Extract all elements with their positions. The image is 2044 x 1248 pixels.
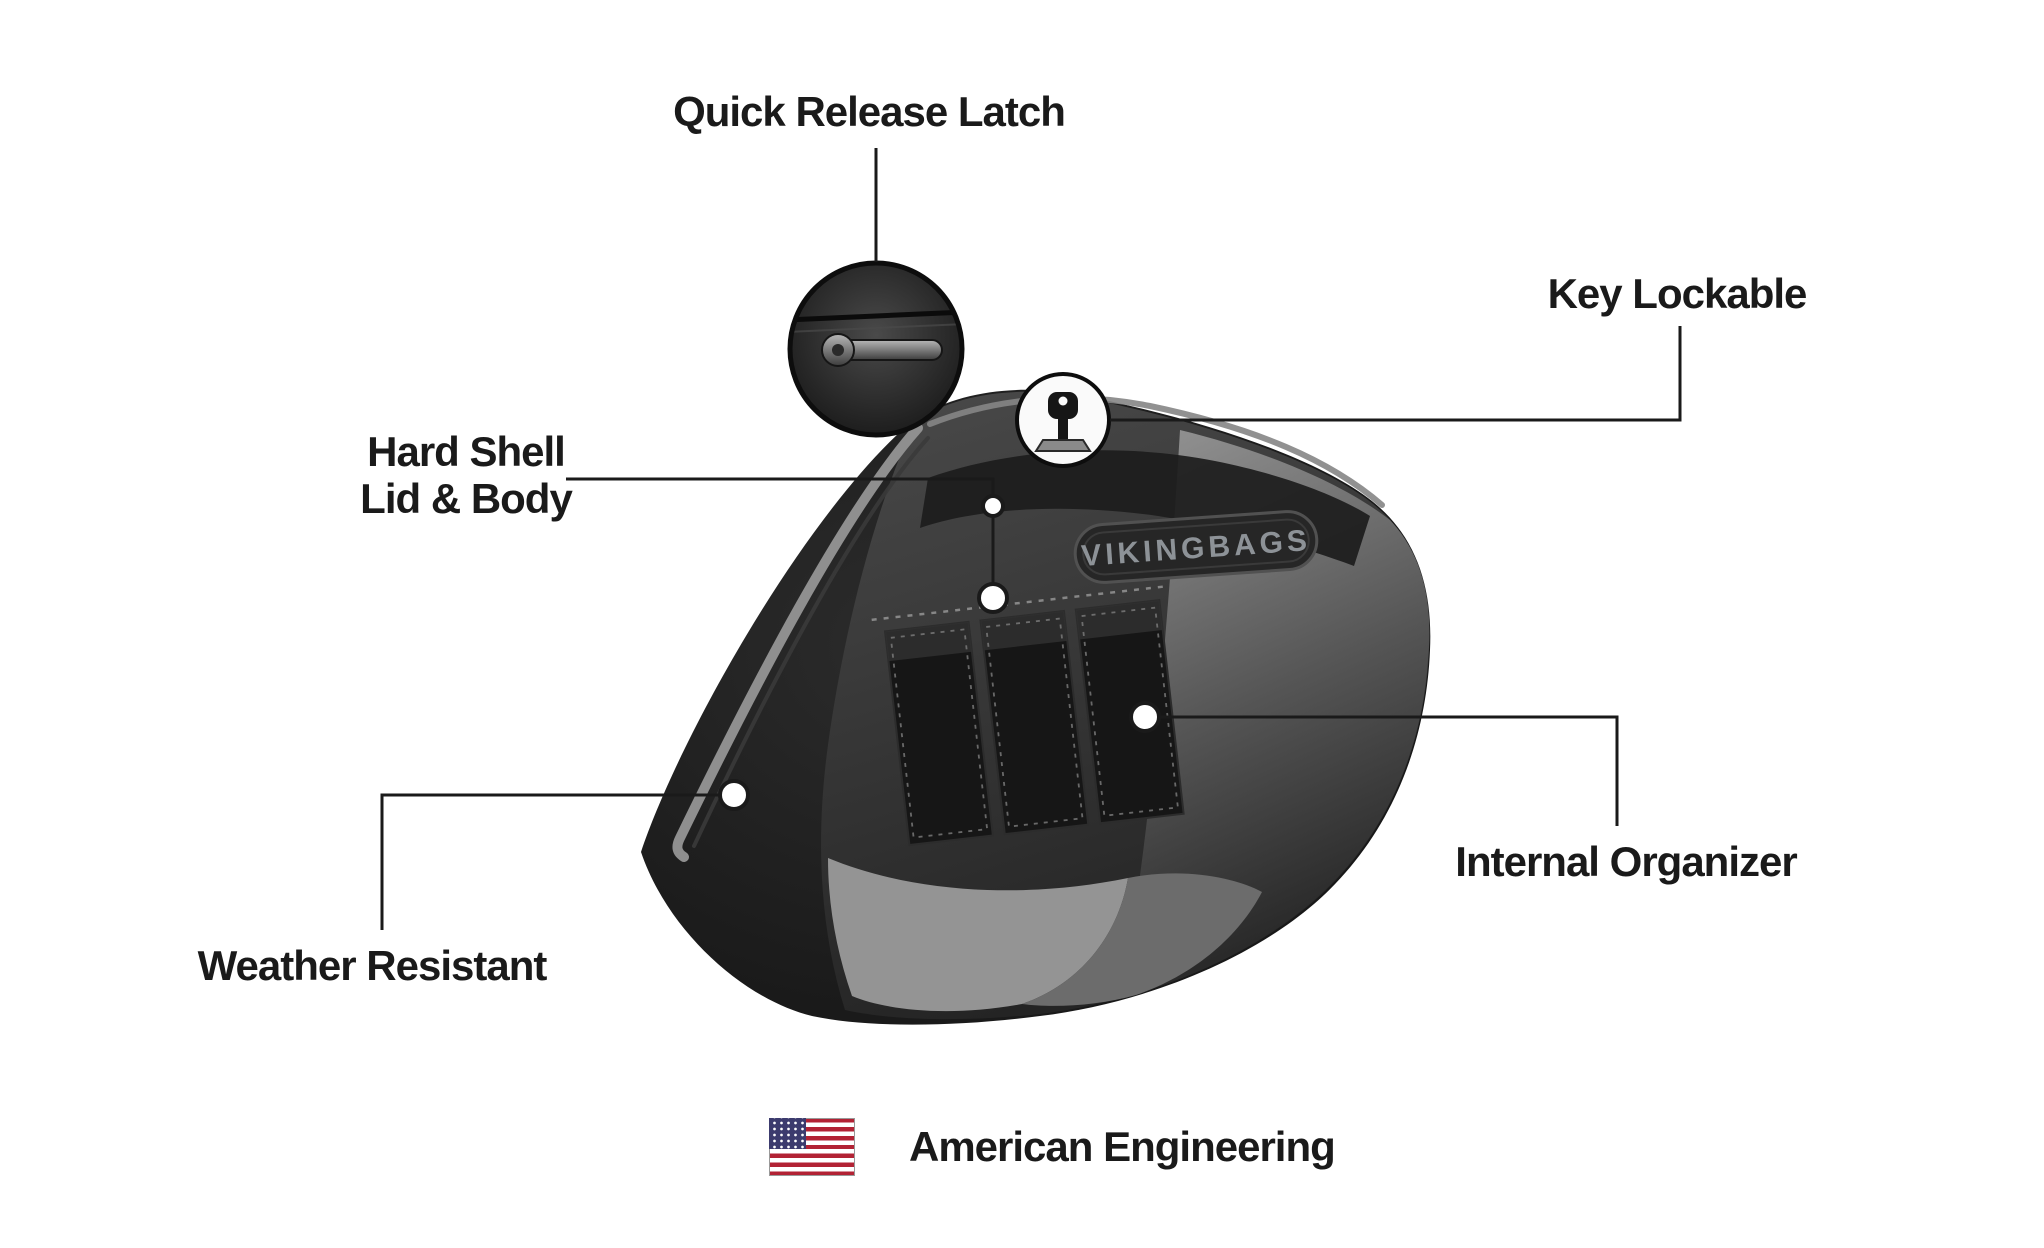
label-hard-shell-lid-body: Hard Shell Lid & Body bbox=[336, 428, 596, 522]
label-quick-release-latch: Quick Release Latch bbox=[673, 88, 1066, 135]
key-detail-circle bbox=[1015, 372, 1111, 468]
anchor-dot-internal-organizer bbox=[1129, 701, 1161, 733]
lid-trim-left-shadow bbox=[692, 436, 930, 848]
interior-floor-shadow bbox=[1022, 873, 1262, 1006]
label-key-lockable: Key Lockable bbox=[1547, 270, 1808, 317]
us-flag-canton bbox=[769, 1118, 806, 1149]
footer-branding: American Engineering bbox=[769, 1118, 1336, 1176]
key-icon bbox=[1034, 392, 1092, 452]
interior-floor bbox=[828, 858, 1128, 1012]
organizer-pockets bbox=[871, 584, 1185, 847]
anchor-dot-hard-shell-body bbox=[977, 582, 1009, 614]
lid-trim-top bbox=[927, 395, 1385, 508]
callout-line-weather-resistant bbox=[380, 793, 719, 930]
latch-detail-circle bbox=[787, 260, 965, 438]
label-internal-organizer: Internal Organizer bbox=[1455, 838, 1797, 885]
logo-band bbox=[920, 450, 1370, 566]
label-hard-shell-line2: Lid & Body bbox=[360, 475, 573, 523]
latch-lever-icon bbox=[821, 333, 943, 367]
label-hard-shell-line1: Hard Shell bbox=[367, 428, 566, 475]
brand-badge: VIKINGBAGS bbox=[1073, 510, 1319, 584]
us-flag-icon bbox=[769, 1118, 855, 1176]
callout-line-key-lockable bbox=[1110, 326, 1682, 422]
lid-trim-left bbox=[672, 423, 923, 862]
label-weather-resistant: Weather Resistant bbox=[197, 942, 548, 989]
callout-line-internal-organizer bbox=[1160, 715, 1619, 826]
callout-line-hard-shell bbox=[566, 477, 995, 583]
anchor-dot-hard-shell-lid bbox=[981, 494, 1005, 518]
anchor-dot-weather-resistant bbox=[718, 779, 750, 811]
label-american-engineering: American Engineering bbox=[909, 1123, 1336, 1171]
